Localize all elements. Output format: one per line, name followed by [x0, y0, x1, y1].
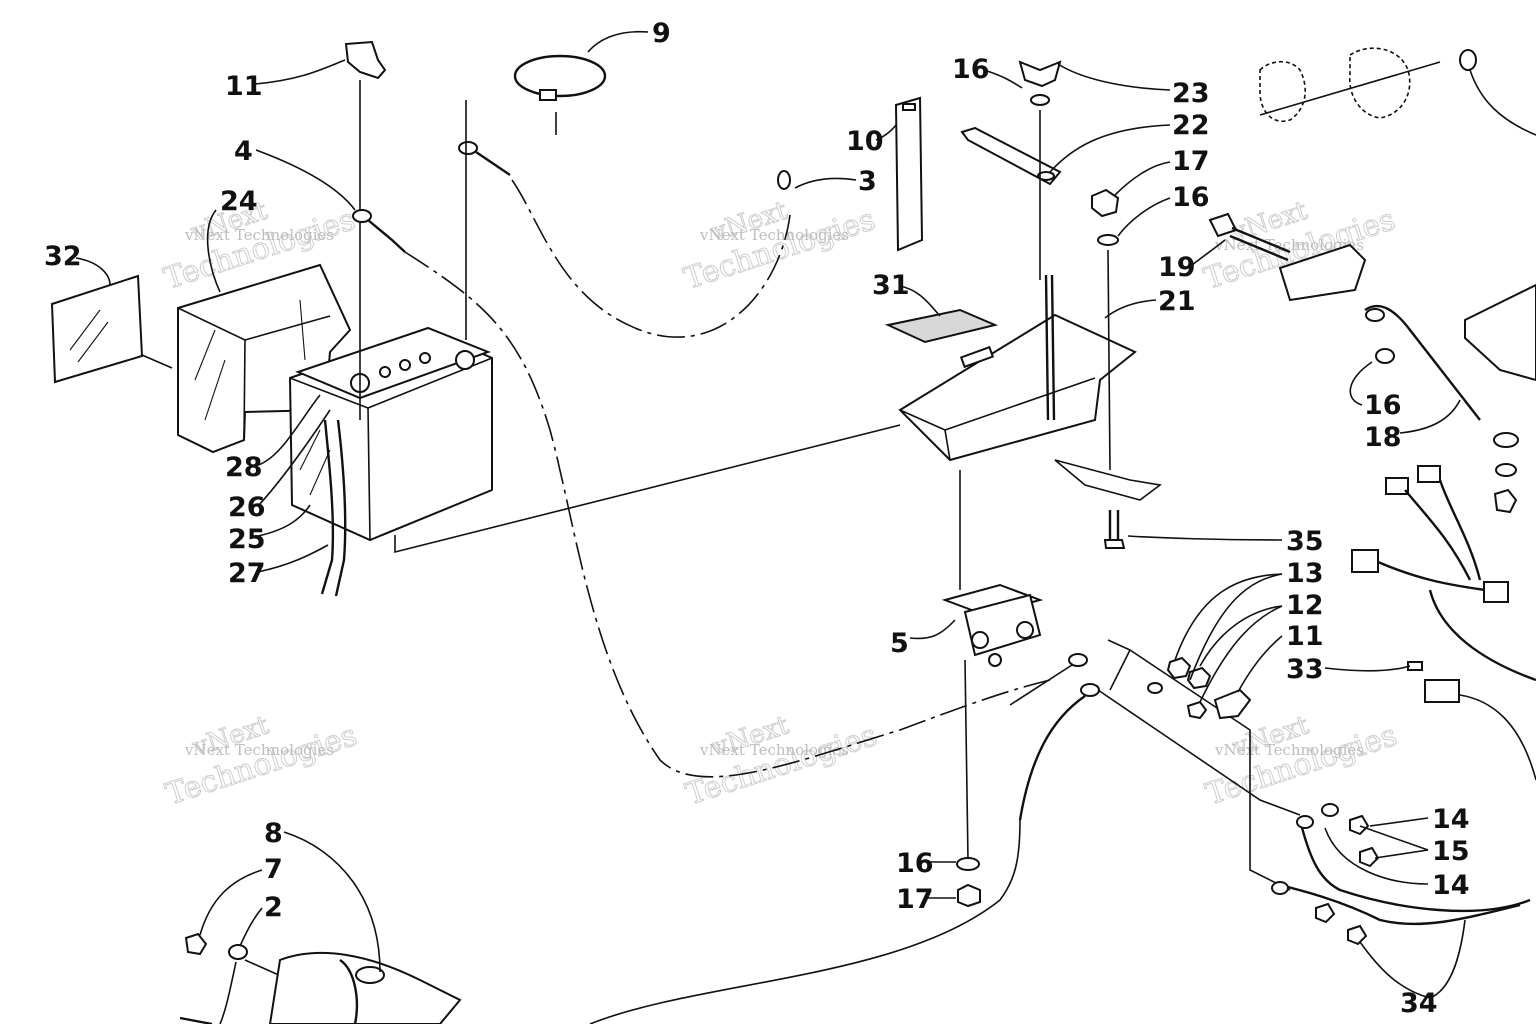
watermark-small: vNext Technologies	[699, 741, 849, 759]
parts-13-12-11	[1147, 656, 1252, 720]
callout-10: 10	[846, 126, 884, 157]
callout-8: 8	[264, 818, 283, 849]
callout-15: 15	[1432, 836, 1470, 867]
part-10-strap	[894, 96, 924, 252]
callout-17: 17	[896, 884, 934, 915]
callout-7: 7	[264, 854, 283, 885]
cable-4	[352, 209, 1051, 778]
part-33-connector	[1407, 661, 1536, 781]
part-17-nut	[1091, 188, 1120, 471]
watermark-small: vNext Technologies	[699, 226, 849, 244]
callout-4: 4	[234, 136, 253, 167]
callout-21: 21	[1158, 286, 1196, 317]
watermark-small: vNext Technologies	[184, 741, 334, 759]
wires-main	[589, 639, 1531, 1024]
bottom-left-parts	[179, 932, 462, 1024]
part-21-tray	[898, 274, 1137, 462]
leader-lines	[75, 30, 1466, 999]
callout-13: 13	[1286, 558, 1324, 589]
callout-28: 28	[225, 452, 263, 483]
callout-19: 19	[1158, 252, 1196, 283]
part-9-clamp	[513, 54, 607, 135]
callout-labels: 11 9 4 24 32 3 10 31 16 23 22 17 16 19 2…	[44, 18, 1470, 1019]
callout-14: 14	[1432, 870, 1470, 901]
callout-16: 16	[1364, 390, 1402, 421]
part-31-pad	[884, 308, 999, 344]
part-23-wing-nut	[1018, 60, 1062, 106]
callout-35: 35	[1286, 526, 1324, 557]
callout-27: 27	[228, 558, 266, 589]
parts-14-15	[1271, 803, 1380, 946]
callout-17: 17	[1172, 146, 1210, 177]
battery-tray-line	[394, 424, 901, 554]
right-harness	[1351, 465, 1536, 682]
part-27-vent-tube	[320, 419, 347, 597]
callout-3: 3	[858, 166, 877, 197]
callout-14: 14	[1432, 804, 1470, 835]
part-35-bolt	[1054, 459, 1162, 549]
part-16-17-bottom	[956, 857, 981, 908]
watermark-small: vNext Technologies	[1214, 741, 1364, 759]
callout-23: 23	[1172, 78, 1210, 109]
callout-22: 22	[1172, 110, 1210, 141]
part-25-battery	[288, 326, 493, 542]
callout-25: 25	[228, 524, 266, 555]
callout-33: 33	[1286, 654, 1324, 685]
callout-16: 16	[896, 848, 934, 879]
callout-2: 2	[264, 892, 283, 923]
callout-12: 12	[1286, 590, 1324, 621]
part-5-solenoid	[941, 470, 1044, 861]
callout-11: 11	[1286, 621, 1324, 652]
callout-16: 16	[1172, 182, 1210, 213]
part-32-plate	[50, 274, 173, 384]
callout-9: 9	[652, 18, 671, 49]
callout-11: 11	[225, 71, 263, 102]
part-22-bracket	[960, 110, 1062, 280]
callout-26: 26	[228, 492, 266, 523]
callout-5: 5	[890, 628, 909, 659]
callout-32: 32	[44, 241, 82, 272]
watermark-small: vNext Technologies	[184, 226, 334, 244]
part-19-bolt	[1208, 212, 1291, 262]
callout-34: 34	[1400, 988, 1438, 1019]
callout-31: 31	[872, 270, 910, 301]
top-right-parts	[1259, 47, 1536, 514]
part-11-terminal-boot	[344, 40, 387, 420]
watermark-small: vNext Technologies	[1214, 236, 1364, 254]
callout-18: 18	[1364, 422, 1402, 453]
callout-24: 24	[220, 186, 258, 217]
cable-3	[458, 100, 791, 340]
callout-16: 16	[952, 54, 990, 85]
